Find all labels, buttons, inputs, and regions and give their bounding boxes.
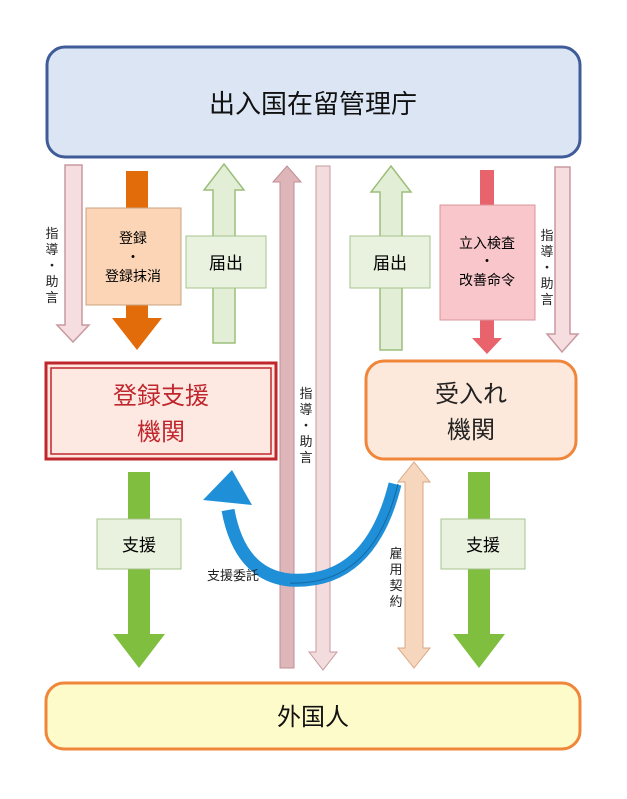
guidance-arrow-mid: 指 導 ・ 助 言 — [299, 165, 339, 671]
svg-text:助: 助 — [45, 275, 58, 290]
entrust-label: 支援委託 — [207, 568, 259, 584]
svg-text:導: 導 — [299, 403, 312, 418]
svg-text:言: 言 — [45, 291, 58, 306]
svg-text:雇: 雇 — [389, 546, 402, 562]
svg-text:言: 言 — [540, 293, 553, 308]
notify-arrow-right: 届出 — [349, 164, 431, 351]
svg-text:・: ・ — [45, 259, 58, 274]
guidance-arrow-left: 指 導 ・ 助 言 — [45, 164, 91, 344]
host-org-box: 受入れ 機関 — [364, 359, 578, 461]
svg-text:用: 用 — [389, 563, 402, 578]
guidance-label-right: 指 導 ・ 助 言 — [540, 229, 553, 308]
host-org-label-1: 受入れ — [435, 380, 507, 408]
support-arrow-right: 支援 — [440, 472, 526, 668]
support-label-right: 支援 — [466, 536, 500, 556]
svg-text:指: 指 — [45, 227, 58, 242]
support-arrow-left: 支援 — [96, 472, 182, 668]
svg-text:言: 言 — [299, 451, 312, 466]
guidance-label-mid: 指 導 ・ 助 言 — [299, 387, 312, 466]
svg-text:契: 契 — [389, 579, 402, 594]
host-org-label-2: 機関 — [447, 416, 495, 444]
svg-text:約: 約 — [389, 595, 402, 610]
svg-text:・: ・ — [540, 261, 553, 276]
registration-label-3: 登録抹消 — [105, 269, 161, 285]
notify-label-right: 届出 — [373, 254, 407, 274]
svg-text:導: 導 — [540, 245, 553, 260]
foreign-national-label: 外国人 — [277, 703, 349, 731]
svg-text:・: ・ — [299, 419, 312, 434]
registration-label-1: 登録 — [119, 231, 147, 247]
immigration-agency-label: 出入国在留管理庁 — [209, 90, 417, 120]
employment-arrow: 雇 用 契 約 — [389, 461, 432, 669]
svg-text:助: 助 — [540, 277, 553, 292]
notify-label-left: 届出 — [209, 254, 243, 274]
registration-arrow: 登録 ・ 登録抹消 — [85, 171, 182, 350]
support-org-label-2: 機関 — [137, 418, 185, 446]
inspection-label-3: 改善命令 — [459, 272, 515, 289]
svg-text:導: 導 — [45, 243, 58, 258]
immigration-agency-box: 出入国在留管理庁 — [45, 45, 582, 159]
inspection-label-1: 立入検査 — [459, 236, 515, 252]
support-label-left: 支援 — [122, 536, 156, 556]
inspection-arrow: 立入検査 ・ 改善命令 — [439, 170, 536, 354]
guidance-arrow-right: 指 導 ・ 助 言 — [540, 166, 580, 354]
foreign-national-box: 外国人 — [44, 681, 582, 751]
employment-label: 雇 用 契 約 — [389, 546, 402, 610]
entrust-arrow: 支援委託 — [203, 470, 402, 587]
svg-text:指: 指 — [540, 229, 553, 244]
svg-text:指: 指 — [299, 387, 312, 402]
registration-label-2: ・ — [126, 250, 140, 266]
guidance-label-left: 指 導 ・ 助 言 — [45, 227, 58, 306]
inspection-label-2: ・ — [480, 254, 494, 270]
notify-arrow-left: 届出 — [185, 162, 267, 344]
svg-text:助: 助 — [299, 435, 312, 450]
support-org-label-1: 登録支援 — [113, 382, 209, 410]
support-org-box: 登録支援 機関 — [44, 361, 278, 461]
